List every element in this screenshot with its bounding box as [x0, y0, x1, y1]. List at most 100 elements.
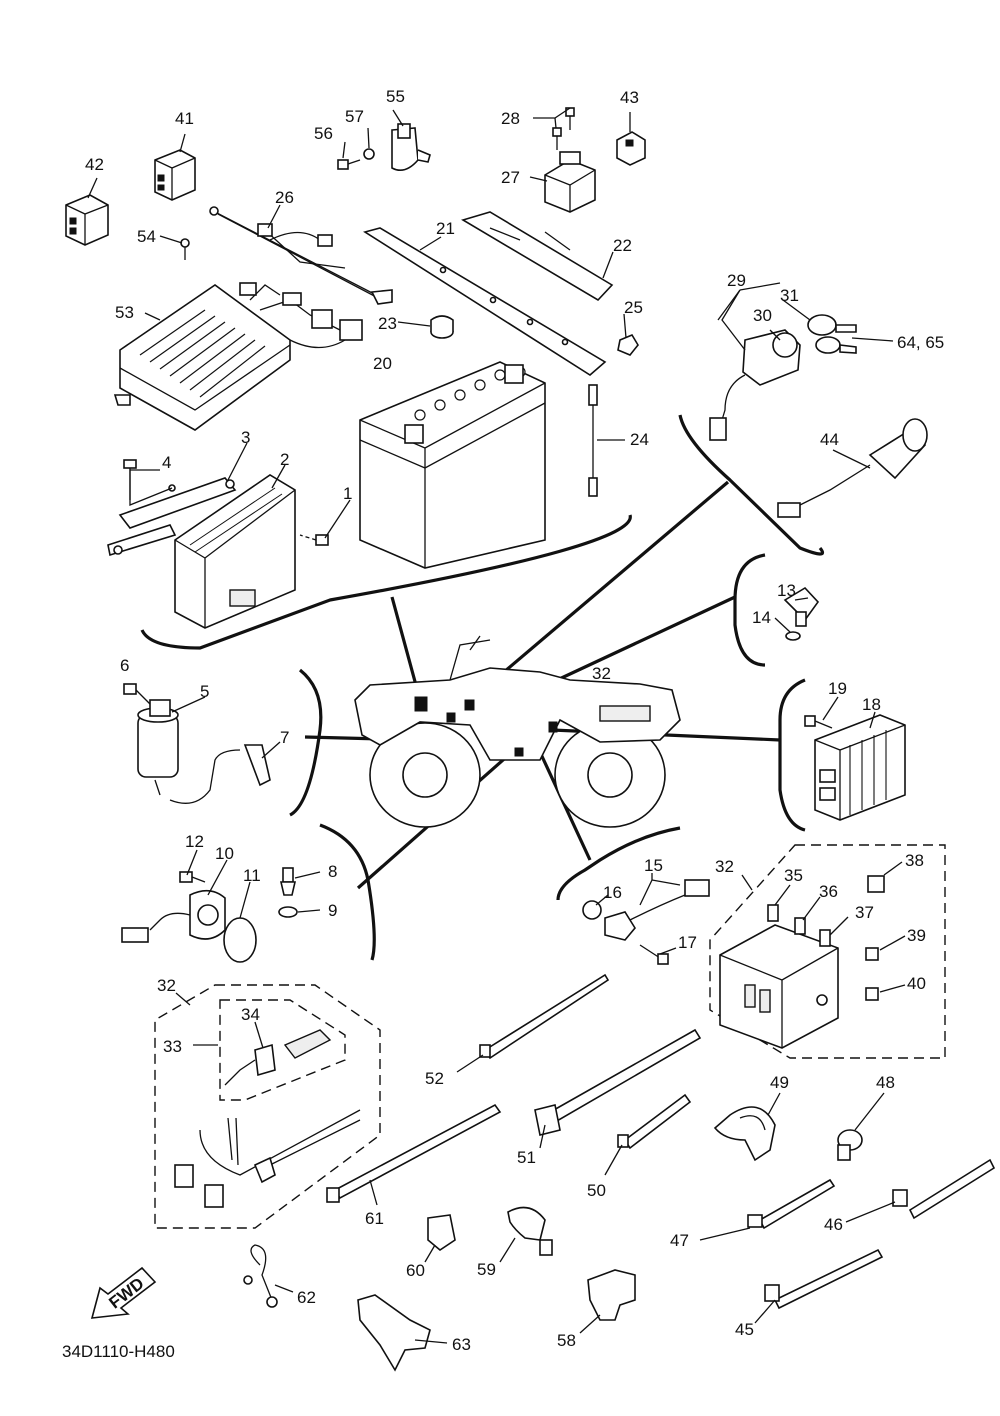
clamp-62: [243, 1244, 278, 1308]
cable-tie-46: [892, 1158, 996, 1220]
callout-1: 1: [343, 484, 352, 503]
callout-3: 3: [241, 428, 250, 447]
fuse-36: [794, 917, 806, 935]
bolt-12: [179, 871, 206, 883]
cable-tie-51: [534, 1028, 702, 1136]
callout-12: 12: [185, 832, 204, 851]
callout-37: 37: [855, 903, 874, 922]
callout-9: 9: [328, 901, 337, 920]
clamp-48: [837, 1129, 863, 1161]
callout-46: 46: [824, 1215, 843, 1234]
callout-5: 5: [200, 682, 209, 701]
fuse-37: [819, 929, 831, 947]
callout-13: 13: [777, 581, 796, 600]
fwd-arrow-icon: FWD: [90, 1266, 157, 1319]
callout-53: 53: [115, 303, 134, 322]
relay-43: [616, 131, 646, 166]
callout-19: 19: [828, 679, 847, 698]
callout-39: 39: [907, 926, 926, 945]
callout-23: 23: [378, 314, 397, 333]
battery-band-21: [363, 227, 607, 376]
o-ring-11: [223, 917, 257, 963]
bolt-56: [337, 159, 361, 170]
switch-55: [391, 123, 431, 171]
callout-41: 41: [175, 109, 194, 128]
washer-14: [785, 631, 801, 641]
callout-2: 2: [280, 450, 289, 469]
callout-26: 26: [275, 188, 294, 207]
callout-20: 20: [373, 354, 392, 373]
callout-54: 54: [137, 227, 156, 246]
callout-31: 31: [780, 286, 799, 305]
bolt-6: [123, 683, 151, 705]
starter-relay-27: [544, 151, 596, 213]
bolt-17: [639, 944, 669, 965]
ecu-2: [174, 474, 296, 629]
fuse-38: [867, 875, 885, 893]
callout-25: 25: [624, 298, 643, 317]
callout-leaders: [87, 107, 906, 1344]
battery-cover-22: [461, 211, 614, 302]
callout-51: 51: [517, 1148, 536, 1167]
callout-63: 63: [452, 1335, 471, 1354]
callout-59: 59: [477, 1260, 496, 1279]
relay-41: [154, 149, 196, 201]
callout-38: 38: [905, 851, 924, 870]
sensor-10: [121, 889, 226, 943]
holder-58: [587, 1269, 636, 1321]
bolt-19: [804, 715, 833, 729]
callout-32-vehicle: 32: [592, 664, 611, 683]
cable-tie-47: [747, 1178, 836, 1230]
callout-6: 6: [120, 656, 129, 675]
bolt-1: [299, 534, 329, 546]
callout-62: 62: [297, 1288, 316, 1307]
holder-63: [357, 1294, 431, 1372]
callout-56: 56: [314, 124, 333, 143]
callout-64-65: 64, 65: [897, 333, 944, 352]
cable-tie-50: [617, 1093, 692, 1150]
callout-11: 11: [243, 866, 261, 885]
callout-33: 33: [163, 1037, 182, 1056]
diagram-code: 34D1110-H480: [62, 1342, 175, 1361]
bolts-28: [552, 107, 575, 150]
plug-cap-7: [169, 744, 271, 804]
damper-23: [430, 315, 454, 339]
callout-22: 22: [613, 236, 632, 255]
callout-57: 57: [345, 107, 364, 126]
callout-60: 60: [406, 1261, 425, 1280]
callout-52: 52: [425, 1069, 444, 1088]
nut-25: [617, 333, 639, 356]
fuse-box-group: [709, 844, 946, 1059]
callout-44: 44: [820, 430, 839, 449]
callout-7: 7: [280, 728, 289, 747]
fuse-39: [865, 947, 879, 961]
callout-49: 49: [770, 1073, 789, 1092]
clamp-59: [507, 1206, 553, 1256]
cable-tie-45: [764, 1248, 884, 1310]
callout-14: 14: [752, 608, 771, 627]
callout-43: 43: [620, 88, 639, 107]
key-31: [807, 314, 857, 354]
callout-42: 42: [85, 155, 104, 174]
callout-8: 8: [328, 862, 337, 881]
callout-36: 36: [819, 882, 838, 901]
fuse-40: [865, 987, 879, 1001]
callout-labels: 1 2 3 4 5 6 7 8 9 10 11 12 13 14 15 16 1…: [85, 87, 944, 1354]
callout-32-harness: 32: [157, 976, 176, 995]
callout-18: 18: [862, 695, 881, 714]
callout-30: 30: [753, 306, 772, 325]
callout-10: 10: [215, 844, 234, 863]
callout-45: 45: [735, 1320, 754, 1339]
bracket-3: [107, 477, 237, 557]
ignition-coil-5: [137, 699, 179, 796]
callout-48: 48: [876, 1073, 895, 1092]
callout-4: 4: [162, 453, 171, 472]
clip-60: [427, 1214, 456, 1251]
callout-27: 27: [501, 168, 520, 187]
callout-28: 28: [501, 109, 520, 128]
relay-42: [65, 194, 109, 246]
callout-35: 35: [784, 866, 803, 885]
callout-15: 15: [644, 856, 663, 875]
callout-21: 21: [436, 219, 455, 238]
callout-34: 34: [241, 1005, 260, 1024]
